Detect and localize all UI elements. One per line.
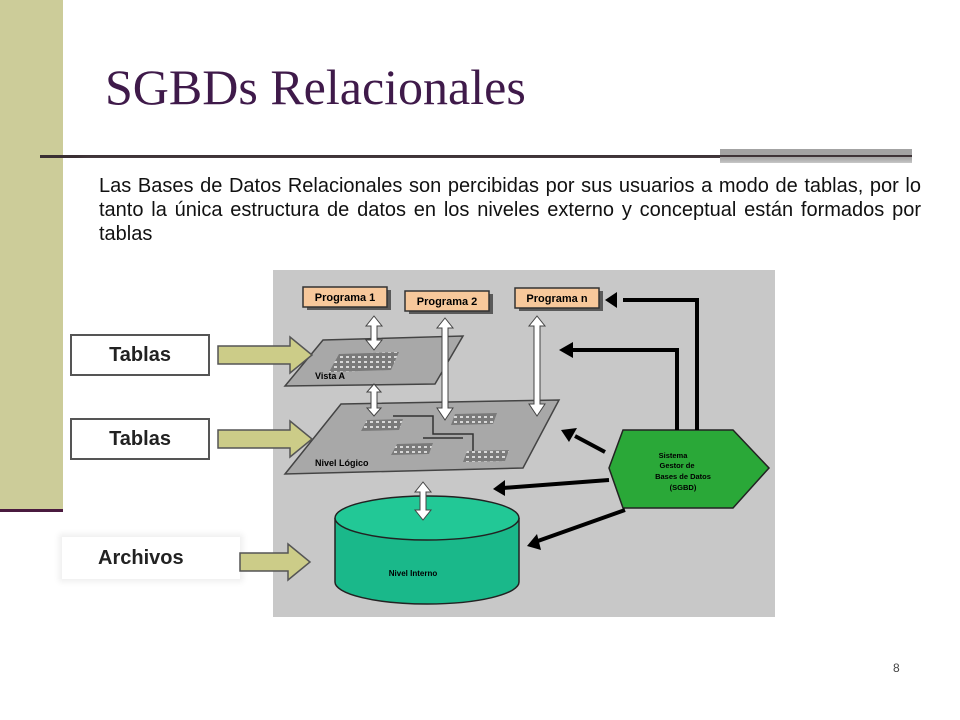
title-rule-overlay (720, 155, 912, 157)
diagram-svg: Programa 1 Programa 2 Programa n Vista A (283, 286, 771, 605)
internal-level-label: Nivel Interno (389, 569, 438, 578)
page-number: 8 (893, 661, 900, 675)
tables-label-view: Tablas (70, 334, 210, 376)
sidebar-accent-line (0, 509, 63, 512)
dbms-label-1: Sistema (659, 451, 689, 460)
black-arrows (502, 298, 699, 544)
dbms-label-3: Bases de Datos (655, 472, 711, 481)
sidebar-accent (0, 0, 63, 511)
dbms-label-2: Gestor de (659, 461, 694, 470)
program-label-1: Programa 1 (315, 292, 376, 304)
view-plane: Vista A (283, 335, 465, 387)
slide-body-text: Las Bases de Datos Relacionales son perc… (85, 168, 935, 268)
title-rule (40, 155, 910, 158)
tables-label-logical: Tablas (70, 418, 210, 460)
internal-level-cylinder: Nivel Interno (334, 495, 520, 605)
double-arrow-program2-logical (435, 317, 455, 421)
program-box-2: Programa 2 (404, 290, 493, 314)
double-arrow-view-logical (365, 383, 383, 417)
dbms-label-4: (SGBD) (670, 483, 697, 492)
dbms-architecture-diagram: Programa 1 Programa 2 Programa n Vista A (273, 270, 775, 617)
view-label: Vista A (315, 371, 346, 381)
double-arrow-programn-logical (527, 315, 547, 417)
dbms-hexagon: Sistema Gestor de Bases de Datos (SGBD) (608, 429, 771, 509)
program-box-1: Programa 1 (302, 286, 391, 310)
black-arrowheads (493, 292, 617, 550)
files-label-internal: Archivos (62, 537, 240, 579)
logical-plane: Nivel Lógico (283, 399, 561, 475)
logical-label: Nivel Lógico (315, 458, 369, 468)
program-label-n: Programa n (526, 293, 587, 305)
program-box-n: Programa n (514, 287, 603, 311)
double-arrow-logical-internal (413, 481, 433, 521)
double-arrow-program1-view (364, 315, 384, 351)
slide-title: SGBDs Relacionales (105, 59, 526, 115)
program-label-2: Programa 2 (417, 296, 478, 308)
